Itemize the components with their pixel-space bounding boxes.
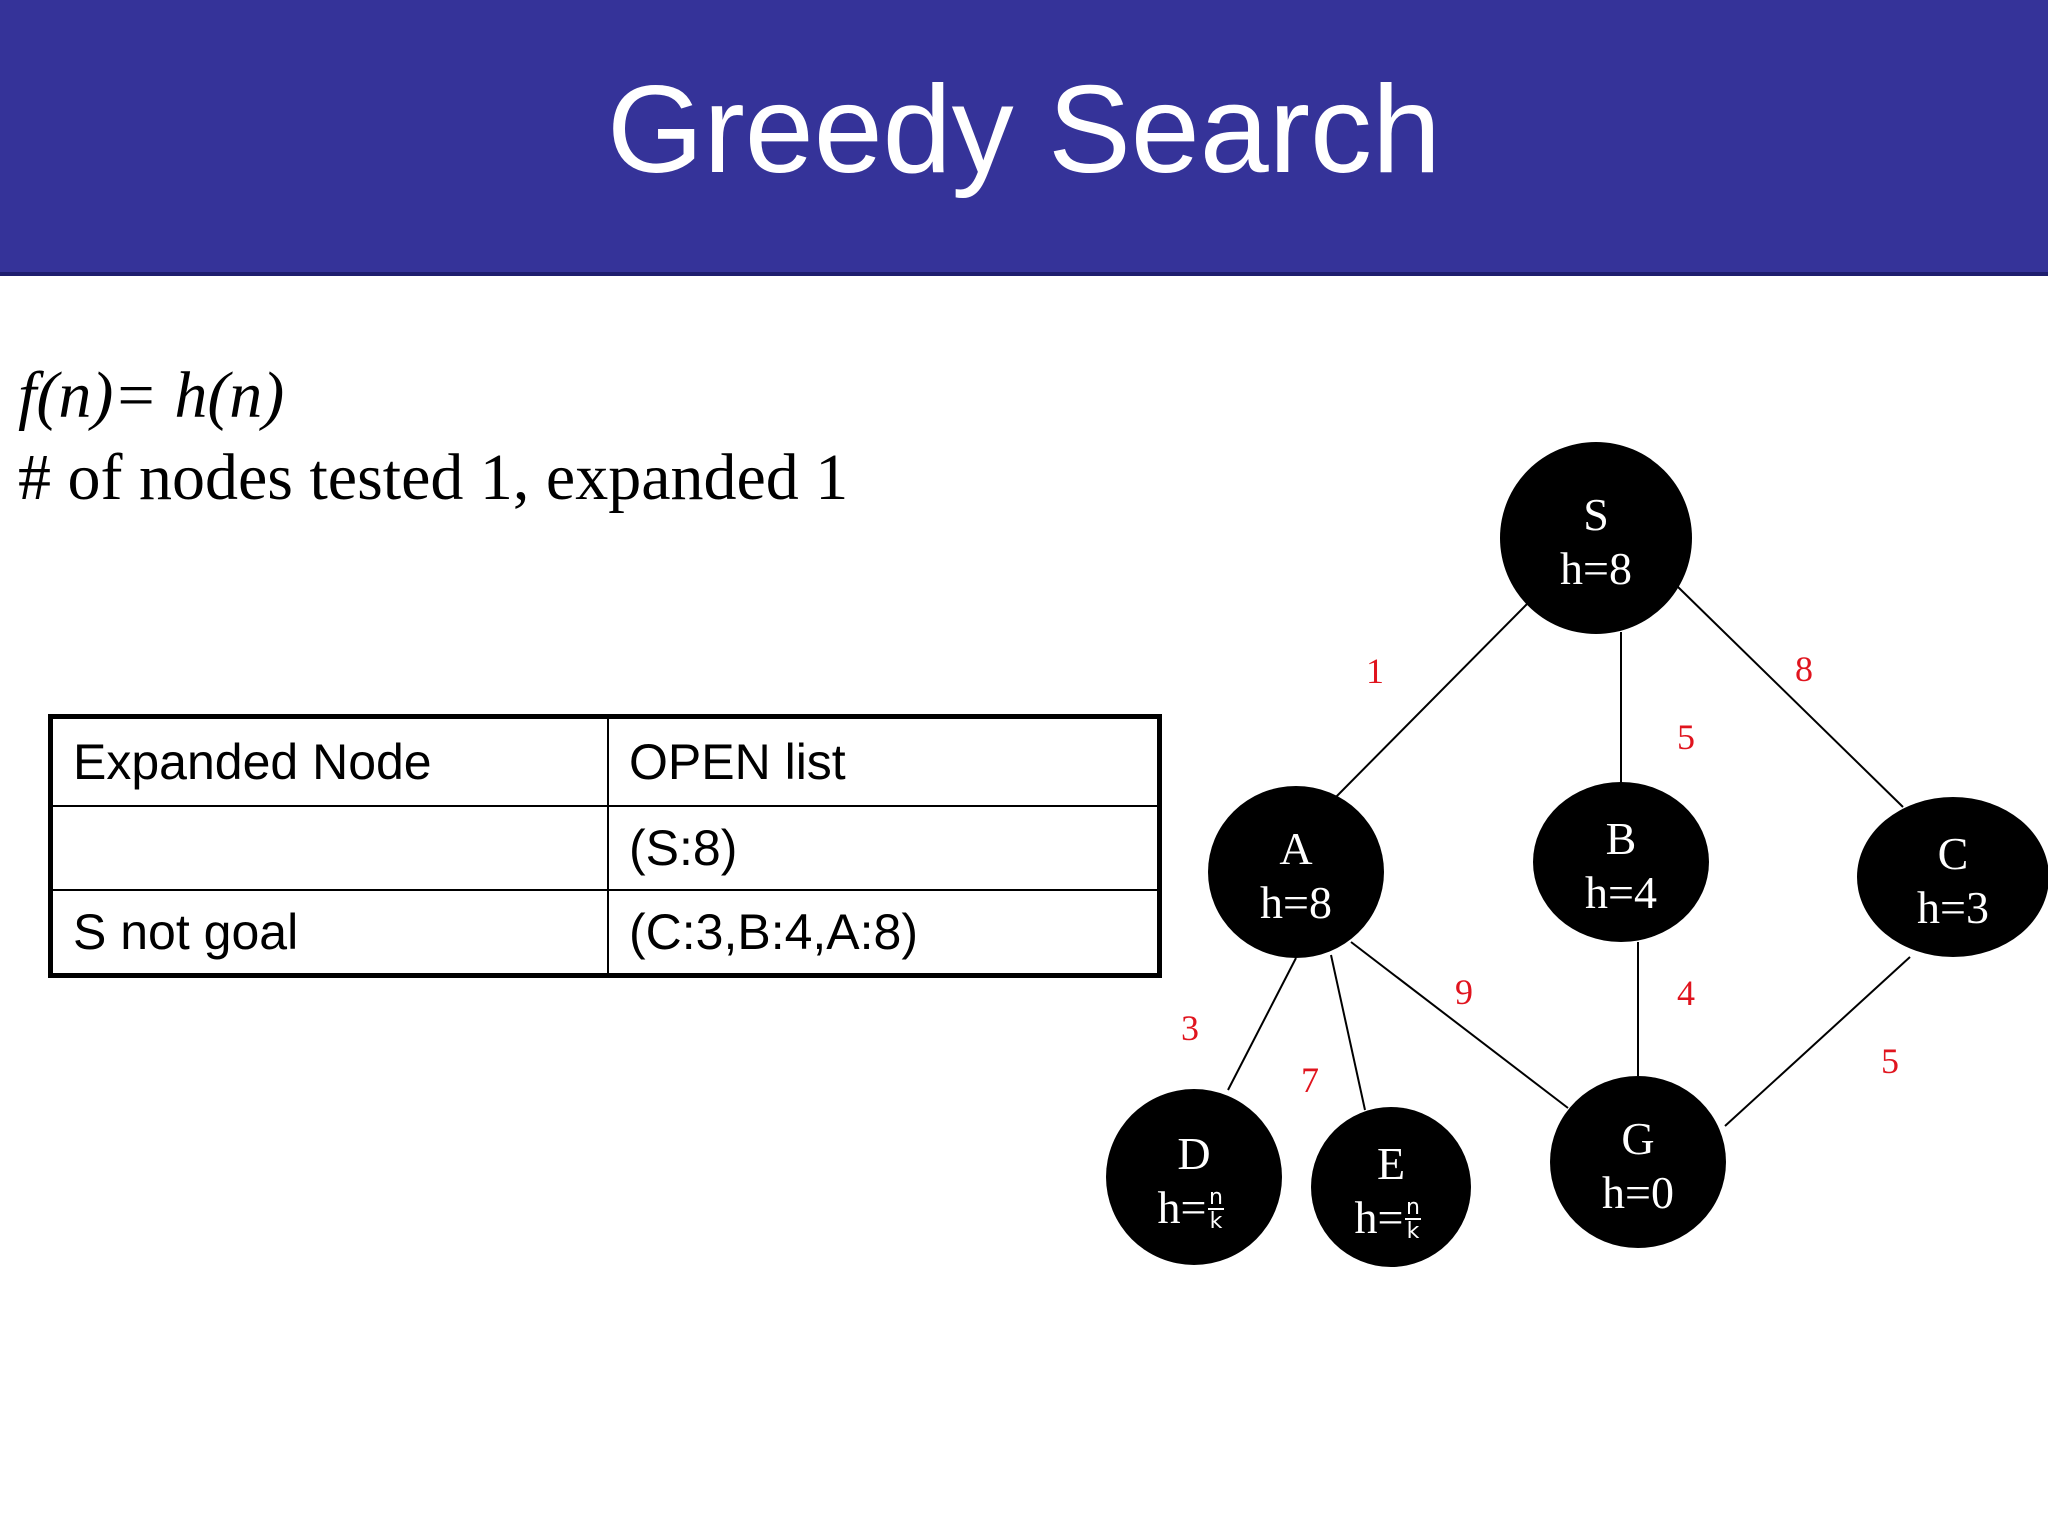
- node-d-heuristic: h=: [1158, 1182, 1207, 1233]
- node-g-heuristic: h=0: [1602, 1167, 1674, 1218]
- table-header-cell: Expanded Node: [49, 715, 609, 807]
- edge-weight-b-g: 4: [1677, 973, 1695, 1013]
- node-a-heuristic: h=8: [1260, 877, 1332, 928]
- node-e: [1311, 1107, 1471, 1267]
- node-e-heuristic: h=: [1355, 1192, 1404, 1243]
- node-c-heuristic: h=3: [1917, 882, 1989, 933]
- node-b-heuristic: h=4: [1585, 867, 1657, 918]
- table-header-row: Expanded Node OPEN list: [49, 715, 1161, 807]
- edge-weight-a-e: 7: [1301, 1060, 1319, 1100]
- table-cell: (S:8): [607, 805, 1161, 891]
- table-cell: S not goal: [49, 889, 609, 977]
- search-trace-table: Expanded Node OPEN list (S:8) S not goal…: [48, 714, 1162, 978]
- slide-title: Greedy Search: [607, 61, 1441, 199]
- edge-a-d: [1227, 957, 1297, 1091]
- table-row: (S:8): [49, 805, 1161, 891]
- node-c-name: C: [1938, 828, 1969, 879]
- edge-weight-a-g: 9: [1455, 972, 1473, 1012]
- node-a-name: A: [1279, 823, 1312, 874]
- node-b-name: B: [1606, 813, 1637, 864]
- node-d-name: D: [1177, 1128, 1210, 1179]
- edge-a-e: [1330, 954, 1366, 1111]
- node-d: [1106, 1089, 1282, 1265]
- node-c: [1857, 797, 2048, 957]
- node-e-name: E: [1377, 1138, 1405, 1189]
- node-e-frac-num: n: [1406, 1195, 1420, 1220]
- heuristic-formula: f(n)= h(n): [18, 359, 285, 432]
- edge-weight-s-b: 5: [1677, 717, 1695, 757]
- edge-s-c: [1677, 586, 1904, 808]
- node-d-frac-num: n: [1209, 1185, 1223, 1210]
- node-a: [1208, 786, 1384, 958]
- node-e-frac-den: k: [1407, 1219, 1420, 1244]
- table-cell: [49, 805, 609, 891]
- node-counts: # of nodes tested 1, expanded 1: [18, 441, 849, 514]
- edge-s-a: [1330, 603, 1528, 803]
- edge-weight-a-d: 3: [1181, 1008, 1199, 1048]
- node-s-name: S: [1583, 489, 1609, 540]
- node-g-name: G: [1621, 1113, 1654, 1164]
- node-s: [1500, 442, 1692, 634]
- table-header-cell: OPEN list: [607, 715, 1161, 807]
- node-d-frac-den: k: [1210, 1209, 1223, 1234]
- edge-a-g: [1350, 941, 1569, 1109]
- edge-weight-s-c: 8: [1795, 649, 1813, 689]
- slide-header: Greedy Search: [0, 0, 2048, 276]
- node-s-heuristic: h=8: [1560, 543, 1632, 594]
- node-g: [1550, 1076, 1726, 1248]
- table-cell: (C:3,B:4,A:8): [607, 889, 1161, 977]
- edge-c-g: [1724, 956, 1911, 1127]
- edge-weight-c-g: 5: [1881, 1041, 1899, 1081]
- node-b: [1533, 782, 1709, 942]
- table-row: S not goal (C:3,B:4,A:8): [49, 889, 1161, 977]
- edge-weight-s-a: 1: [1366, 651, 1384, 691]
